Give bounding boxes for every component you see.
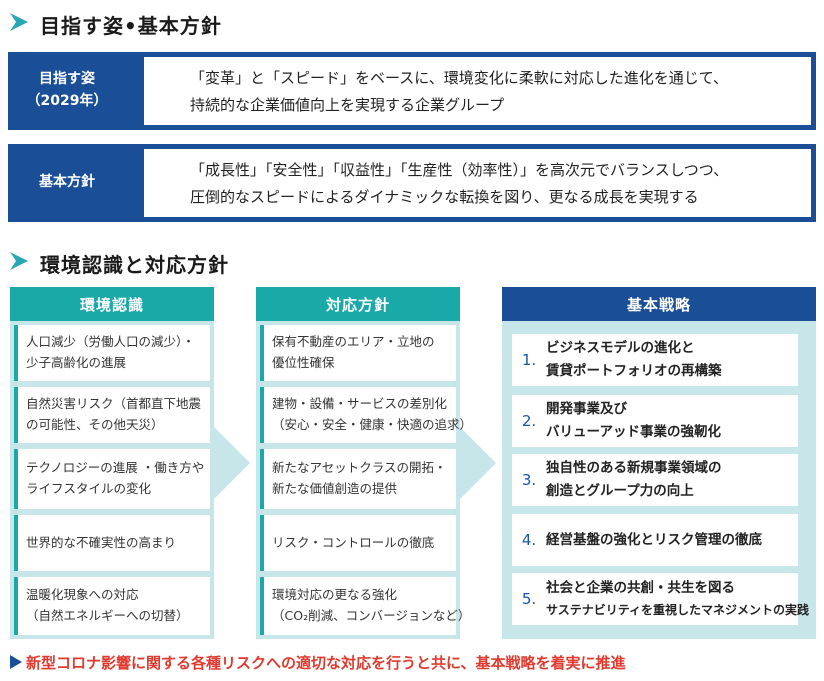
strategy-item: 5. 社会と企業の共創・共生を図る サステナビリティを重視したマネジメントの実践 (512, 573, 809, 625)
policy-box: 基本方針 「成長性」「安全性」「収益性」「生産性（効率性）」を高次元でバランスし… (8, 144, 816, 222)
section-chevron-icon (10, 13, 28, 31)
strategy-header: 基本戦略 (502, 287, 816, 321)
section-title-environment: 環境認識と対応方針 (40, 253, 229, 277)
policy-arrow-notch (126, 144, 146, 222)
footer-triangle-icon (10, 655, 22, 669)
vision-arrow-notch (126, 52, 146, 130)
response-item: リスク・コントロールの徹底 (260, 515, 456, 571)
section-title-vision: 目指す姿•基本方針 (40, 14, 222, 38)
environment-item: 世界的な不確実性の高まり (14, 515, 210, 571)
response-header: 対応方針 (256, 287, 460, 321)
response-item: 新たなアセットクラスの開拓・ 新たな価値創造の提供 (260, 449, 456, 509)
response-item: 建物・設備・サービスの差別化 （安心・安全・健康・快適の追求） (260, 387, 472, 443)
response-item: 環境対応の更なる強化 （CO₂削減、コンバージョンなど） (260, 577, 470, 635)
footer-message: 新型コロナ影響に関する各種リスクへの適切な対応を行うと共に、基本戦略を着実に推進 (26, 654, 626, 672)
environment-item: 温暖化現象への対応 （自然エネルギーへの切替） (14, 577, 210, 635)
vision-statement: 「変革」と「スピード」をベースに、環境変化に柔軟に対応した進化を通じて、 持続的… (144, 57, 811, 125)
vision-label: 目指す姿 （2029年） (26, 71, 108, 109)
environment-item: 人口減少（労働人口の減少）・ 少子高齢化の進展 (14, 325, 210, 381)
strategy-item: 4. 経営基盤の強化とリスク管理の徹底 (512, 514, 798, 566)
environment-header: 環境認識 (10, 287, 214, 321)
environment-item: 自然災害リスク（首都直下地震 の可能性、その他天災） (14, 387, 210, 443)
environment-item: テクノロジーの進展 ・働き方や ライフスタイルの変化 (14, 449, 210, 509)
strategy-item: 1. ビジネスモデルの進化と 賃貸ポートフォリオの再構築 (512, 334, 798, 386)
strategy-item: 2. 開発事業及び バリューアッド事業の強靭化 (512, 395, 798, 447)
strategy-item: 3. 独自性のある新規事業領域の 創造とグループ力の向上 (512, 454, 798, 506)
response-item: 保有不動産のエリア・立地の 優位性確保 (260, 325, 456, 381)
policy-label: 基本方針 (39, 174, 95, 191)
vision-box: 目指す姿 （2029年） 「変革」と「スピード」をベースに、環境変化に柔軟に対応… (8, 52, 816, 130)
policy-statement: 「成長性」「安全性」「収益性」「生産性（効率性）」を高次元でバランスしつつ、 圧… (144, 149, 811, 217)
section-chevron-icon (10, 252, 28, 270)
